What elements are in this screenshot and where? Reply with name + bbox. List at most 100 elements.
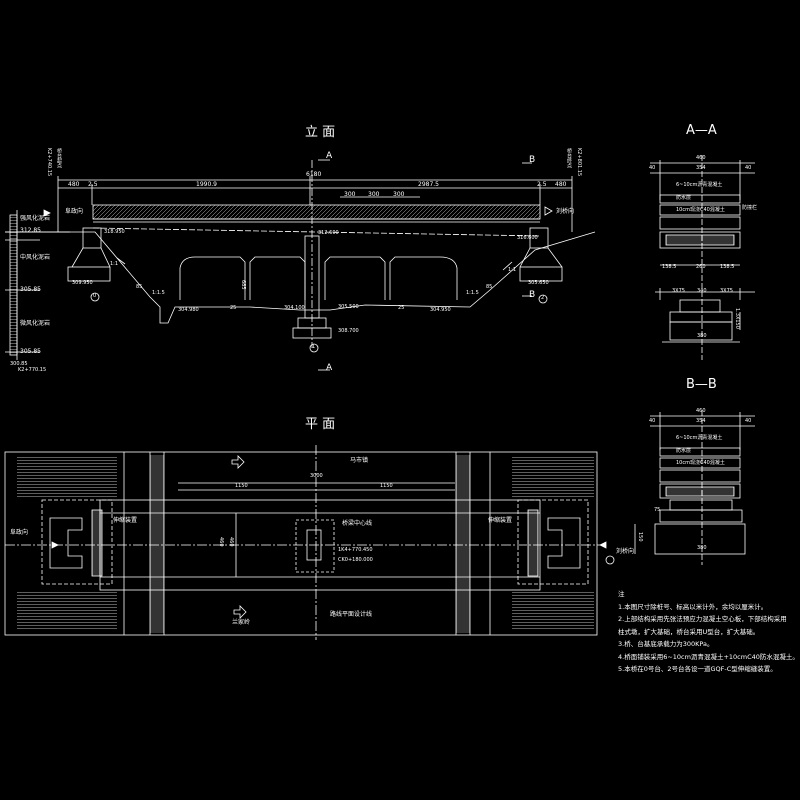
plan-top-direction: 马市镇 <box>350 457 369 464</box>
left-top-note: 桥台起点 <box>56 148 62 168</box>
elev-ground-left: 304.980 <box>178 307 199 313</box>
notes-heading: 注 <box>618 590 625 598</box>
note-item: 4.桥面铺装采用6~10cm沥青混凝土+10cmC40防水混凝土。 <box>618 652 799 661</box>
bb-asphalt: 6~10cm沥青混凝土 <box>676 435 723 441</box>
elev-pier-left: 309.950 <box>72 280 93 286</box>
plan-title: 平 面 <box>305 417 336 432</box>
slope-1: 1:1 <box>110 261 119 267</box>
plan-left-joint: 伸缩装置 <box>113 517 138 524</box>
plan-view <box>4 445 615 640</box>
plan-dim-right: 1150 <box>380 483 393 489</box>
plan-dim-width: 460 <box>218 537 224 547</box>
aa-asphalt: 6~10cm沥青混凝土 <box>676 182 723 188</box>
section-mark-a-bottom: A <box>326 363 333 373</box>
plan-dim-width2: 460 <box>228 537 234 547</box>
station-label: K2+770.15 <box>18 367 47 373</box>
bb-dim-top: 460 <box>696 408 706 414</box>
circle-2-label: 2 <box>541 295 545 301</box>
elev-dim-total: 6180 <box>306 171 322 178</box>
plan-dim-total: 3000 <box>310 473 323 479</box>
aa-pier-l: 3X75 <box>672 288 685 294</box>
elev-pier-height: 685 <box>240 280 246 290</box>
bb-concrete: 10cm现浇C40混凝土 <box>676 460 725 466</box>
bb-pier-l: 75 <box>654 507 661 513</box>
aa-height: 1.3X150 <box>734 308 740 329</box>
plan-dim-left: 1150 <box>235 483 248 489</box>
elev-dim-left: 480 <box>68 181 80 188</box>
aa-rail: 防撞栏 <box>742 205 758 211</box>
aa-bot2: 260 <box>696 264 706 270</box>
elev-ground-mid-left: 304.100 <box>284 305 305 311</box>
section-bb-view <box>634 410 755 565</box>
layer1-elev: 312.85 <box>20 227 41 234</box>
elev-ground-mid-right: 305.500 <box>338 304 359 310</box>
aa-waterproof: 防水层 <box>676 195 692 201</box>
elev-pier-right: 305.650 <box>528 280 549 286</box>
right-top-station: K2+801.15 <box>576 148 582 177</box>
elev-dim-span-c: 300 <box>393 191 405 198</box>
slope-3: 1:1.5 <box>152 290 165 296</box>
layer1-label: 强风化泥岩 <box>20 215 51 222</box>
aa-pier-m: 340 <box>697 288 707 294</box>
layer2-label: 中风化泥岩 <box>20 254 51 261</box>
plan-route-line: 路线平面设计线 <box>330 611 373 618</box>
circle-0-label: 0 <box>93 293 97 299</box>
section-aa-title: A—A <box>686 123 717 138</box>
section-bb-title: B—B <box>686 377 717 392</box>
elev-small-left: 25 <box>230 305 237 311</box>
bb-waterproof: 防水层 <box>676 448 692 454</box>
aa-pier-r: 3X75 <box>720 288 733 294</box>
slope-2: 1:1 <box>508 267 517 273</box>
bb-dim-inner: 354 <box>696 418 706 424</box>
plan-centerline: 桥梁中心线 <box>342 520 373 527</box>
plan-left-direction: 阜政向 <box>10 529 29 536</box>
elev-footing: 308.700 <box>338 328 359 334</box>
bottom-elev: 300.85 <box>10 361 28 367</box>
aa-concrete: 10cm现浇C40混凝土 <box>676 207 725 213</box>
elev-small-right: 25 <box>398 305 405 311</box>
note-item: 2.上部结构采用先张法预应力混凝土空心板，下部结构采用 <box>618 615 787 623</box>
layer2-elev: 305.85 <box>20 286 41 293</box>
elev-dim-left-small: 2.5 <box>88 181 98 188</box>
elev-deck-left: 318.950 <box>104 229 125 235</box>
elevation-title: 立 面 <box>305 125 336 140</box>
elev-dim-span-b: 300 <box>368 191 380 198</box>
aa-bot1: 138.5 <box>662 264 677 270</box>
elev-dim-mid-right: 2987.5 <box>418 181 439 188</box>
plan-bottom-direction: 兰家岭 <box>232 619 251 626</box>
slope-5: 85 <box>136 284 143 290</box>
plan-right-joint: 伸缩装置 <box>488 517 513 524</box>
elev-deck-right: 316.600 <box>517 235 538 241</box>
bb-height: 150 <box>637 532 643 542</box>
aa-dim-left: 40 <box>649 165 656 171</box>
elev-dim-span-a: 300 <box>344 191 356 198</box>
left-top-station: K2+740.15 <box>46 148 52 177</box>
section-mark-a-top: A <box>326 151 333 161</box>
notes-block: 注 1.本图尺寸除桩号、标高以米计外，余均以厘米计。 2.上部结构采用先张法预应… <box>618 588 799 676</box>
section-mark-b-top: B <box>529 155 536 165</box>
aa-bot3: 138.5 <box>720 264 735 270</box>
bb-dim-left: 40 <box>649 418 656 424</box>
note-item: 3.桥、台基底承载力为300KPa。 <box>618 640 714 648</box>
aa-dim-inner: 354 <box>696 165 706 171</box>
aa-dim-right: 40 <box>745 165 752 171</box>
elev-right-direction: 刘桥向 <box>556 208 575 215</box>
circle-1-label: 1 <box>312 344 316 350</box>
note-item: 柱式墩，扩大基础，桥台采用U型台，扩大基础。 <box>618 627 760 636</box>
elevation-view <box>5 159 596 371</box>
slope-6: 85 <box>486 284 493 290</box>
elev-dim-right-small: 2.5 <box>537 181 547 188</box>
elev-left-direction: 阜政向 <box>65 208 84 215</box>
aa-base: 380 <box>697 333 707 339</box>
elev-deck-mid: 312.600 <box>318 230 339 236</box>
plan-station1: 1K4+770.450 <box>338 547 373 553</box>
plan-station2: CK0+180.000 <box>338 557 373 563</box>
section-mark-b-mid: B <box>529 290 536 300</box>
note-item: 1.本图尺寸除桩号、标高以米计外，余均以厘米计。 <box>618 602 768 611</box>
elev-ground-right: 304.950 <box>430 307 451 313</box>
section-aa-view <box>650 155 755 360</box>
right-top-note: 桥台终点 <box>566 148 572 168</box>
bb-dim-right: 40 <box>745 418 752 424</box>
elev-dim-right: 480 <box>555 181 567 188</box>
